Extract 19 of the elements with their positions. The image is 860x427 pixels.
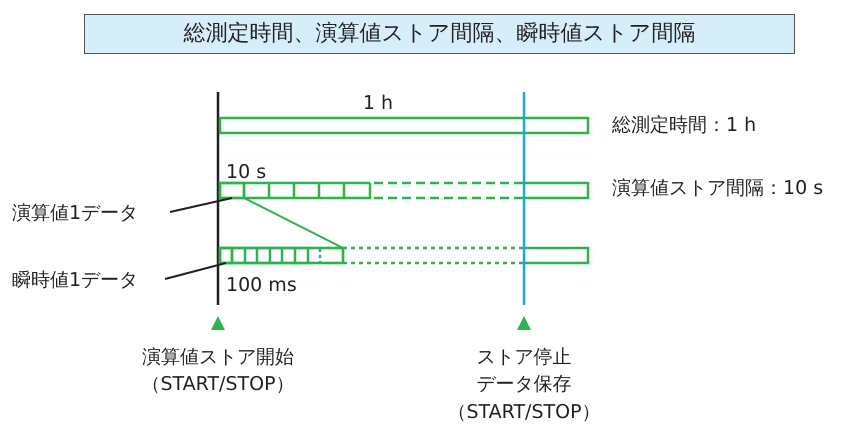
data-label: 瞬時値1データ <box>12 269 138 291</box>
title-box: 総測定時間、演算値ストア間隔、瞬時値ストア間隔 <box>84 14 795 54</box>
caption: ストア停止 <box>476 346 572 368</box>
caption: （START/STOP） <box>447 401 601 423</box>
setting-label: 総測定時間：1 h <box>612 114 756 136</box>
leader-line <box>170 197 232 213</box>
bar-segment <box>218 246 344 264</box>
time-label: 10 s <box>226 161 266 183</box>
data-label: 演算値1データ <box>12 202 138 224</box>
leader-line <box>164 262 226 280</box>
data-cell <box>218 182 246 200</box>
caption: （START/STOP） <box>141 373 295 395</box>
zoom-line <box>244 197 344 249</box>
caption: データ保存 <box>476 373 572 395</box>
caption: 演算値ストア開始 <box>142 346 294 368</box>
time-label: 100 ms <box>226 274 297 296</box>
setting-label: 演算値ストア間隔：10 s <box>612 177 824 199</box>
data-cell <box>218 246 234 264</box>
time-label: 1 h <box>362 92 394 114</box>
